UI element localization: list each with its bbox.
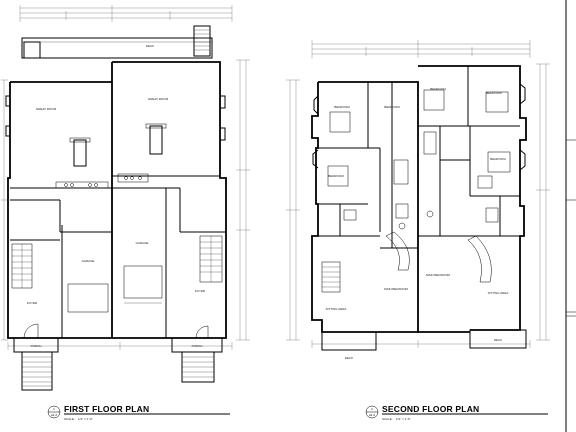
- room-label-main-bedroom-left: MAIN BEDROOM: [384, 287, 408, 291]
- room-label-foyer-left: FOYER: [27, 301, 38, 305]
- room-label-deck-right: DECK: [494, 338, 502, 342]
- room-label-porch-right: PORCH: [192, 344, 203, 348]
- room-label-bedroom-6: BEDROOM: [490, 157, 506, 161]
- first-floor-plan: DECK: [1, 5, 250, 421]
- second-floor-title: SECOND FLOOR PLAN: [382, 404, 479, 414]
- second-floor-title-block: 2 A1.2 SECOND FLOOR PLAN SCALE: 1/4" = 1…: [365, 404, 548, 421]
- first-floor-deck: DECK: [21, 25, 213, 59]
- second-floor-scale-value: 1/4" = 1'-0": [396, 417, 411, 421]
- second-floor-dimensions: [286, 40, 550, 348]
- badge-sheet-second-floor: A1.2: [369, 413, 376, 417]
- first-floor-left-unit: GREAT ROOM GARAGE FOYER: [5, 62, 113, 339]
- second-floor-left-deck: DECK: [321, 331, 377, 360]
- kitchen-island-right: [149, 125, 163, 155]
- room-label-foyer-right: FOYER: [195, 289, 206, 293]
- first-floor-scale-label: SCALE:: [64, 417, 75, 421]
- first-floor-title-block: 1 A1.2 FIRST FLOOR PLAN SCALE: 1/4" = 1'…: [47, 404, 230, 421]
- second-floor-scale-label: SCALE:: [382, 417, 393, 421]
- kitchen-island-left: [73, 139, 87, 167]
- second-floor-plan: BEDROOM BEDROOM BEDROOM MAIN BEDROOM SIT…: [286, 40, 550, 421]
- room-label-sitting-area-right: SITTING AREA: [488, 291, 509, 295]
- room-label-sitting-area-left: SITTING AREA: [326, 307, 347, 311]
- first-floor-title: FIRST FLOOR PLAN: [64, 404, 149, 414]
- second-floor-right-deck: DECK: [469, 329, 527, 349]
- room-label-bedroom-3: BEDROOM: [328, 174, 344, 178]
- room-label-porch-left: PORCH: [31, 344, 42, 348]
- room-label-main-bedroom-right: MAIN BEDROOM: [426, 273, 450, 277]
- room-label-deck-left: DECK: [345, 356, 353, 360]
- first-floor-scale-value: 1/4" = 1'-0": [78, 417, 93, 421]
- sheet-border: [565, 0, 576, 432]
- first-floor-left-porch: PORCH: [13, 337, 59, 391]
- first-floor-right-unit: GREAT ROOM GARAGE FOYER: [112, 61, 227, 339]
- room-label-garage-right: GARAGE: [136, 241, 149, 245]
- badge-sheet-first-floor: A1.2: [51, 413, 58, 417]
- room-label-bedroom-1: BEDROOM: [334, 105, 350, 109]
- first-floor-dimensions: [1, 5, 250, 350]
- badge-number-first-floor: 1: [53, 407, 55, 411]
- room-label-great-room-right: GREAT ROOM: [148, 97, 169, 101]
- room-label-deck: DECK: [146, 44, 154, 48]
- room-label-bedroom-5: BEDROOM: [486, 91, 502, 95]
- room-label-bedroom-2: BEDROOM: [384, 105, 400, 109]
- room-label-great-room-left: GREAT ROOM: [36, 107, 57, 111]
- first-floor-right-porch: PORCH: [171, 337, 223, 383]
- badge-number-second-floor: 2: [371, 407, 373, 411]
- second-floor-left-unit: BEDROOM BEDROOM BEDROOM MAIN BEDROOM SIT…: [311, 81, 419, 333]
- room-label-garage-left: GARAGE: [82, 259, 95, 263]
- room-label-bedroom-4: BEDROOM: [430, 87, 446, 91]
- second-floor-right-unit: BEDROOM BEDROOM BEDROOM MAIN BEDROOM SIT…: [418, 65, 527, 333]
